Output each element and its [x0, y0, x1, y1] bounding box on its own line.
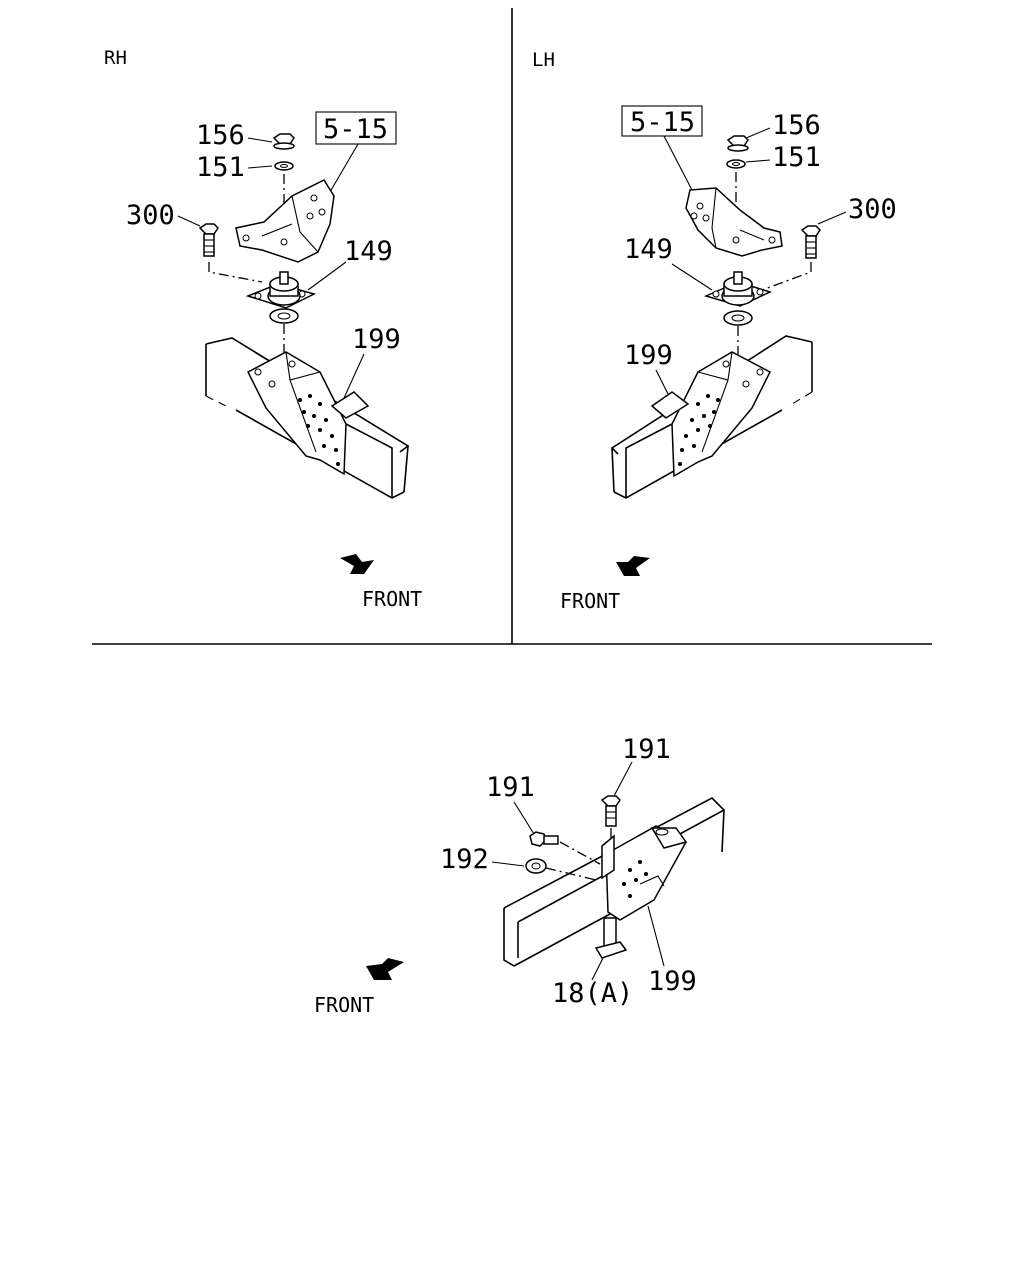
lh-callout-199[interactable]: 199 [624, 340, 673, 371]
bottom-callout-192[interactable]: 192 [440, 844, 489, 875]
bottom-frame-bracket-199 [605, 825, 688, 921]
bottom-callout-191-side[interactable]: 191 [486, 772, 535, 803]
lh-engine-bracket [685, 187, 783, 257]
rh-engine-bracket [235, 179, 335, 263]
rh-ref-box-label[interactable]: 5-15 [323, 114, 388, 145]
rh-leader-151 [247, 165, 273, 169]
rh-side-label: RH [104, 47, 127, 69]
lh-bolt-300 [800, 225, 821, 259]
lh-frame-bracket-199 [650, 351, 771, 478]
rh-ref-leader [329, 143, 359, 193]
lh-leader-149 [671, 263, 713, 291]
rh-rubber-mount-149 [245, 271, 317, 324]
lh-leader-151 [745, 159, 771, 163]
rh-leader-300 [177, 215, 201, 227]
rh-panel: RH 5-15 156 151 300 149 199 [104, 47, 422, 611]
lh-front-arrow-icon [616, 556, 650, 576]
rh-frame-bracket-199 [247, 351, 370, 476]
lh-leader-300 [817, 211, 847, 225]
rh-nut-156 [272, 133, 295, 150]
lh-rubber-mount-149 [703, 271, 773, 326]
rh-callout-199[interactable]: 199 [352, 324, 401, 355]
bottom-callout-18a[interactable]: 18(A) [552, 978, 633, 1009]
rh-front-arrow-icon [340, 554, 374, 574]
bottom-callout-199[interactable]: 199 [648, 966, 697, 997]
rh-callout-300[interactable]: 300 [126, 200, 175, 231]
rh-front-label: FRONT [362, 587, 422, 611]
bottom-front-arrow-icon [366, 958, 404, 980]
lh-callout-149[interactable]: 149 [624, 234, 673, 265]
lh-ref-box-frame [621, 105, 703, 137]
bottom-callout-191-top[interactable]: 191 [622, 734, 671, 765]
rh-leader-156 [247, 137, 273, 143]
bottom-front-label: FRONT [314, 993, 374, 1017]
lh-leader-199 [655, 369, 671, 399]
rh-callout-151[interactable]: 151 [196, 152, 245, 183]
lh-callout-156[interactable]: 156 [772, 110, 821, 141]
rh-bolt-300 [198, 223, 219, 257]
bottom-bolt-191-top [600, 795, 621, 827]
lh-callout-300[interactable]: 300 [848, 194, 897, 225]
lh-panel: LH 5-15 156 151 300 149 199 [532, 49, 897, 613]
bottom-stud-18a [594, 917, 628, 959]
bottom-leader-18a [591, 955, 605, 981]
bottom-leader-191-top [613, 761, 633, 797]
lh-ref-box-label[interactable]: 5-15 [630, 107, 695, 138]
bottom-leader-192 [491, 861, 525, 867]
rh-callout-156[interactable]: 156 [196, 120, 245, 151]
bottom-leader-199 [647, 905, 665, 967]
lh-ref-leader [663, 135, 693, 191]
lh-front-label: FRONT [560, 589, 620, 613]
lh-callout-151[interactable]: 151 [772, 142, 821, 173]
bottom-nut-192 [525, 858, 547, 874]
bottom-panel: 191 191 192 18(A) 199 [314, 734, 726, 1017]
bottom-leader-191-side [513, 801, 535, 835]
lh-nut-156 [726, 135, 749, 152]
rh-ref-box-frame [315, 111, 397, 145]
lh-side-label: LH [532, 49, 555, 71]
rh-callout-149[interactable]: 149 [344, 236, 393, 267]
lh-leader-156 [745, 127, 771, 139]
rh-leader-149 [307, 261, 347, 291]
bottom-bolt-191-side [529, 831, 559, 847]
rh-leader-199 [343, 353, 365, 399]
